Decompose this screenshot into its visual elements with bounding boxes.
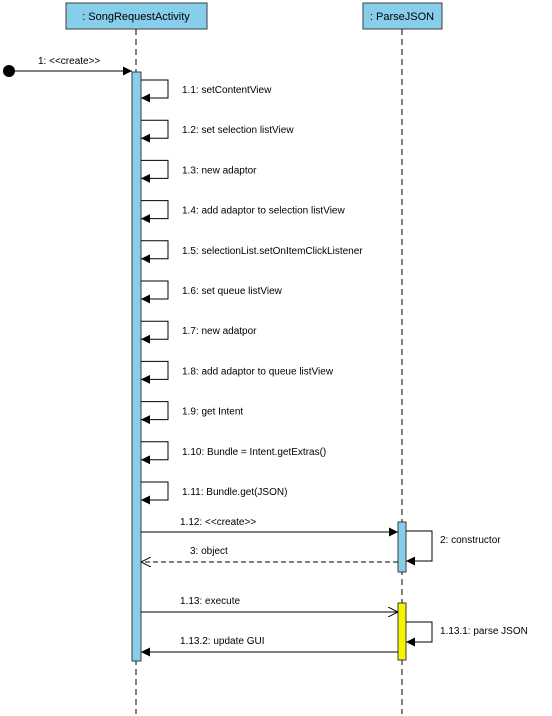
message-label-create-activity: 1: <<create>> [38,56,100,67]
self-call-message[interactable] [141,360,169,384]
self-call-message[interactable] [141,79,169,103]
self-call-label: 1.11: Bundle.get(JSON) [182,487,287,498]
self-call-label: 1.1: setContentView [182,85,272,96]
message-label-parse-json: 1.13.1: parse JSON [440,626,528,637]
initial-found-node [3,65,15,77]
self-call-message[interactable] [141,119,169,143]
message-label-update-gui: 1.13.2: update GUI [180,636,265,647]
message-label-object-return: 3: object [190,546,228,557]
self-call-label: 1.3: new adaptor [182,165,257,176]
self-call-group: 1.1: setContentView 1.2: set selection li… [141,79,363,505]
self-call-label: 1.2: set selection listView [182,125,294,136]
self-call-label: 1.8: add adaptor to queue listView [182,366,334,377]
activation-activity[interactable] [131,71,142,662]
self-call-message[interactable] [141,159,169,183]
lifeline-head-activity[interactable]: : SongRequestActivity [65,2,208,30]
self-call-message[interactable] [141,320,169,344]
self-call-label: 1.10: Bundle = Intent.getExtras() [182,447,326,458]
self-call-message[interactable] [141,280,169,304]
message-constructor[interactable] [406,530,433,566]
self-call-message[interactable] [141,441,169,465]
lifeline-head-parser[interactable]: : ParseJSON [362,2,443,30]
self-call-message[interactable] [141,481,169,505]
self-call-message[interactable] [141,200,169,224]
message-label-constructor: 2: constructor [440,535,501,546]
self-call-message[interactable] [141,401,169,425]
activation-parser-execute[interactable] [397,602,407,661]
self-call-message[interactable] [141,240,169,264]
self-call-label: 1.7: new adatpor [182,326,257,337]
self-call-label: 1.6: set queue listView [182,286,283,297]
self-call-label: 1.9: get Intent [182,407,243,418]
message-parse-json[interactable] [406,621,433,647]
message-label-execute: 1.13: execute [180,596,240,607]
activation-parser-create[interactable] [397,521,407,573]
message-label-create-parser: 1.12: <<create>> [180,517,256,528]
lifeline-label-parser: : ParseJSON [370,11,434,23]
self-call-label: 1.5: selectionList.setOnItemClickListene… [182,246,363,257]
lifeline-label-activity: : SongRequestActivity [82,11,190,23]
self-call-label: 1.4: add adaptor to selection listView [182,206,345,217]
